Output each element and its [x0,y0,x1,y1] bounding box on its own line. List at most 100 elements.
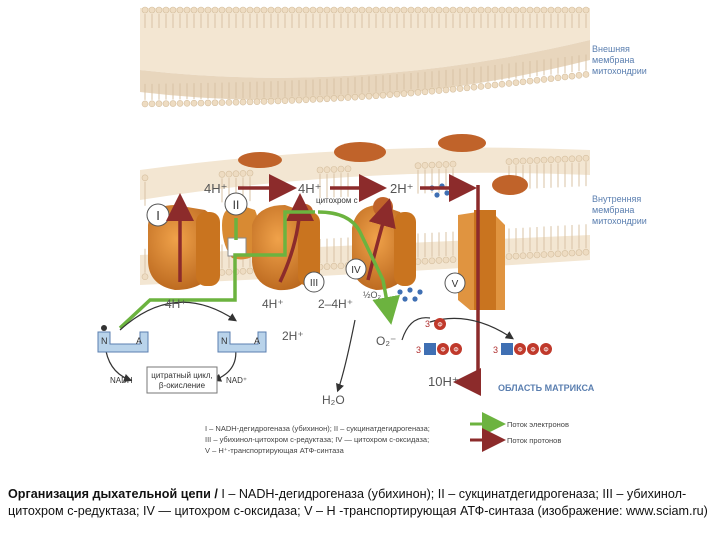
lipid-head [233,99,239,105]
outer-protein [438,134,486,152]
proton-label: 2H⁺ [390,181,413,196]
lipid-head [541,7,547,13]
lipid-head [345,166,351,172]
svg-text:N: N [101,336,108,346]
lipid-head [247,99,253,105]
svg-text:3: 3 [493,345,498,355]
lipid-head [492,82,498,88]
proton-label: 2–4H⁺ [318,297,353,311]
lipid-head [219,7,225,13]
lipid-head [415,89,421,95]
lipid-head [219,100,225,106]
lipid-head [499,81,505,87]
lipid-head [422,258,428,264]
lipid-head [247,170,253,176]
lipid-head [310,7,316,13]
lipid-head [240,170,246,176]
complex-IV-label: IV [351,265,361,276]
lipid-head [177,7,183,13]
lipid-head [548,7,554,13]
lipid-head [562,74,568,80]
lipid-head [562,156,568,162]
outer-protein [238,152,282,168]
lipid-head [163,7,169,13]
lipid-head [527,252,533,258]
lipid-head [534,252,540,258]
lipid-head [247,7,253,13]
proton-dot [407,287,412,292]
lipid-head [464,7,470,13]
lipid-head [191,7,197,13]
svg-text:Ф: Ф [440,347,445,354]
lipid-head [142,7,148,13]
svg-text:Внутренняя: Внутренняя [592,194,641,204]
lipid-head [212,100,218,106]
lipid-head [275,7,281,13]
lipid-head [485,83,491,89]
svg-text:3: 3 [425,319,430,329]
lipid-head [184,100,190,106]
lipid-head [513,80,519,86]
lipid-head [576,155,582,161]
cytochrome-c-label: цитохром c [316,196,358,205]
lipid-head [324,167,330,173]
nad-label: NAD⁺ [226,376,247,385]
lipid-head [569,250,575,256]
lipid-head [408,90,414,96]
lipid-head [226,7,232,13]
svg-text:митохондрии: митохондрии [592,66,647,76]
lipid-head [534,7,540,13]
lipid-head [331,7,337,13]
lipid-head [506,7,512,13]
nadh-carrier-left: N A [98,325,148,352]
proton-dot [417,289,422,294]
lipid-head [170,101,176,107]
proton-label: 4H⁺ [204,181,227,196]
lipid-head [156,101,162,107]
inner-membrane-label: Внутренняя мембрана митохондрии [592,194,647,226]
lipid-head [429,162,435,168]
lipid-head [240,268,246,274]
lipid-head [219,171,225,177]
lipid-head [569,156,575,162]
proton-label: 4H⁺ [298,181,321,196]
lipid-head [352,7,358,13]
proton-dot [397,289,402,294]
lipid-head [457,86,463,92]
lipid-head [429,7,435,13]
lipid-head [443,7,449,13]
svg-text:Ф: Ф [437,322,442,329]
proton-label: 4H⁺ [165,297,187,311]
lipid-head [331,263,337,269]
lipid-head [282,98,288,104]
lipid-head [562,7,568,13]
svg-text:Ф: Ф [530,347,535,354]
lipid-head [513,158,519,164]
lipid-head [443,87,449,93]
lipid-head [142,101,148,107]
lipid-head [387,7,393,13]
proton-dot [402,296,407,301]
svg-text:Ф: Ф [453,347,458,354]
lipid-head [443,161,449,167]
lipid-head [338,95,344,101]
lipid-head [338,263,344,269]
lipid-head [366,7,372,13]
complex-III: III [252,204,324,292]
superoxide-label: O₂⁻ [376,334,396,348]
lipid-head [548,157,554,163]
caption-title: Организация дыхательной цепи / [8,487,218,501]
lipid-head [457,7,463,13]
proton-dot [454,192,459,197]
lipid-head [541,252,547,258]
svg-text:Ф: Ф [517,347,522,354]
outer-membrane-label: Внешняя мембрана митохондрии [592,44,647,76]
lipid-head [366,93,372,99]
lipid-head [569,73,575,79]
lipid-head [471,84,477,90]
lipid-head [485,7,491,13]
lipid-head [163,101,169,107]
complex-II-label: II [233,198,240,212]
nadh-label: NADH [110,376,133,385]
lipid-head [464,85,470,91]
